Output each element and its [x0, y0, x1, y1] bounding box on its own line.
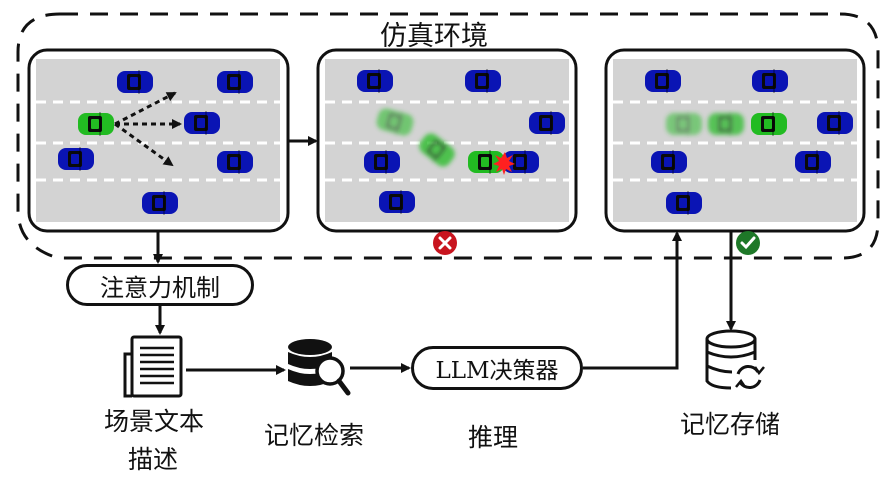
other-car	[644, 68, 682, 94]
other-car	[141, 190, 179, 216]
maneuver-arrow-left	[114, 91, 177, 126]
x-circle-icon	[433, 231, 457, 255]
other-car	[356, 68, 394, 94]
panel-failed-scenario	[316, 48, 578, 233]
other-car	[57, 146, 95, 172]
environment-title: 仿真环境	[380, 21, 488, 52]
ego-car-ghost	[665, 111, 703, 137]
other-car	[528, 110, 566, 136]
other-car	[378, 189, 416, 215]
ego-car	[77, 111, 115, 137]
attention-mechanism-label: 注意力机制	[100, 273, 220, 302]
panel-successful-scenario	[604, 48, 866, 233]
database-sync-icon	[705, 329, 765, 390]
reasoning-label: 推理	[468, 423, 519, 452]
llm-decision-node: LLM决策器	[411, 346, 583, 390]
other-car	[650, 149, 688, 175]
panel-initial-scenario	[27, 48, 290, 233]
other-car	[363, 149, 401, 175]
other-car	[665, 190, 703, 216]
other-car	[751, 68, 789, 94]
document-icon	[123, 335, 183, 398]
other-car	[794, 149, 832, 175]
ego-car	[750, 111, 788, 137]
other-car	[116, 69, 154, 95]
database-search-icon	[288, 339, 351, 396]
check-circle-icon	[736, 231, 760, 255]
other-car	[464, 68, 502, 94]
arrow-llm-to-panel3	[583, 231, 682, 370]
ego-car-ghost	[707, 111, 745, 137]
environment-boundary	[16, 12, 880, 260]
other-car	[816, 110, 854, 136]
llm-decision-label: LLM决策器	[435, 358, 559, 384]
attention-mechanism-node: 注意力机制	[66, 264, 254, 306]
maneuver-arrow-right	[114, 122, 174, 167]
scene-text-label-line1: 场景文本	[104, 407, 205, 436]
collision-icon	[493, 152, 515, 175]
other-car	[216, 69, 254, 95]
scene-text-label-line2: 描述	[128, 445, 179, 474]
other-car	[183, 110, 221, 136]
memory-storage-label: 记忆存储	[680, 410, 781, 439]
memory-retrieval-label: 记忆检索	[264, 421, 365, 450]
other-car	[216, 149, 254, 175]
